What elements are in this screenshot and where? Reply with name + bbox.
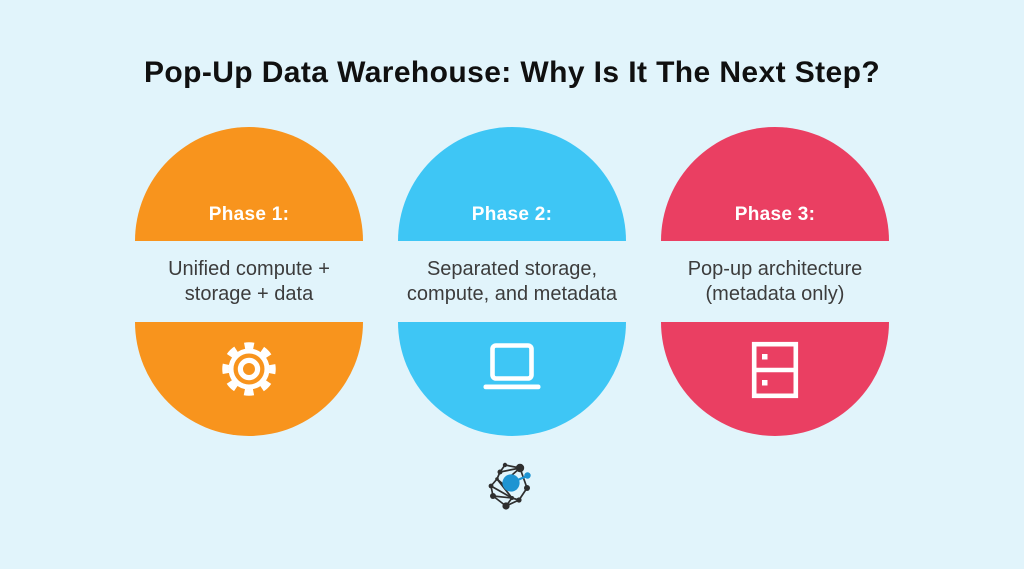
phase-1-bottom-half xyxy=(135,322,363,436)
phase-2-label: Phase 2: xyxy=(471,204,553,225)
phase-2-circle: Phase 2: Separated storage, compute, and… xyxy=(398,127,626,436)
phase-2-description: Separated storage, compute, and metadata xyxy=(398,241,626,322)
phase-1-circle: Phase 1: Unified compute + storage + dat… xyxy=(135,127,363,436)
gear-icon xyxy=(221,341,277,397)
footer-logo-row xyxy=(0,457,1024,517)
network-nodes-logo-icon xyxy=(482,457,542,517)
phases-row: Phase 1: Unified compute + storage + dat… xyxy=(0,127,1024,436)
phase-3-top-half: Phase 3: xyxy=(661,127,889,241)
phase-1-description: Unified compute + storage + data xyxy=(135,241,363,322)
phase-3-description-line1: Pop-up architecture xyxy=(687,257,863,280)
phase-2-description-line1: Separated storage, xyxy=(426,257,598,280)
phase-3-description: Pop-up architecture (metadata only) xyxy=(661,241,889,322)
phase-1-top-half: Phase 1: xyxy=(135,127,363,241)
phase-3-bottom-half xyxy=(661,322,889,436)
phase-2-description-line2: compute, and metadata xyxy=(406,282,618,305)
phase-1-description-line2: storage + data xyxy=(184,282,314,305)
phase-3-circle: Phase 3: Pop-up architecture (metadata o… xyxy=(661,127,889,436)
phase-1-label: Phase 1: xyxy=(208,204,290,225)
phase-3-label: Phase 3: xyxy=(734,204,816,225)
phase-2-top-half: Phase 2: xyxy=(398,127,626,241)
laptop-icon xyxy=(481,341,543,393)
page-title: Pop-Up Data Warehouse: Why Is It The Nex… xyxy=(143,56,881,89)
phase-1-description-line1: Unified compute + xyxy=(168,257,330,280)
server-icon xyxy=(751,341,799,399)
phase-3-description-line2: (metadata only) xyxy=(705,282,845,305)
phase-2-bottom-half xyxy=(398,322,626,436)
